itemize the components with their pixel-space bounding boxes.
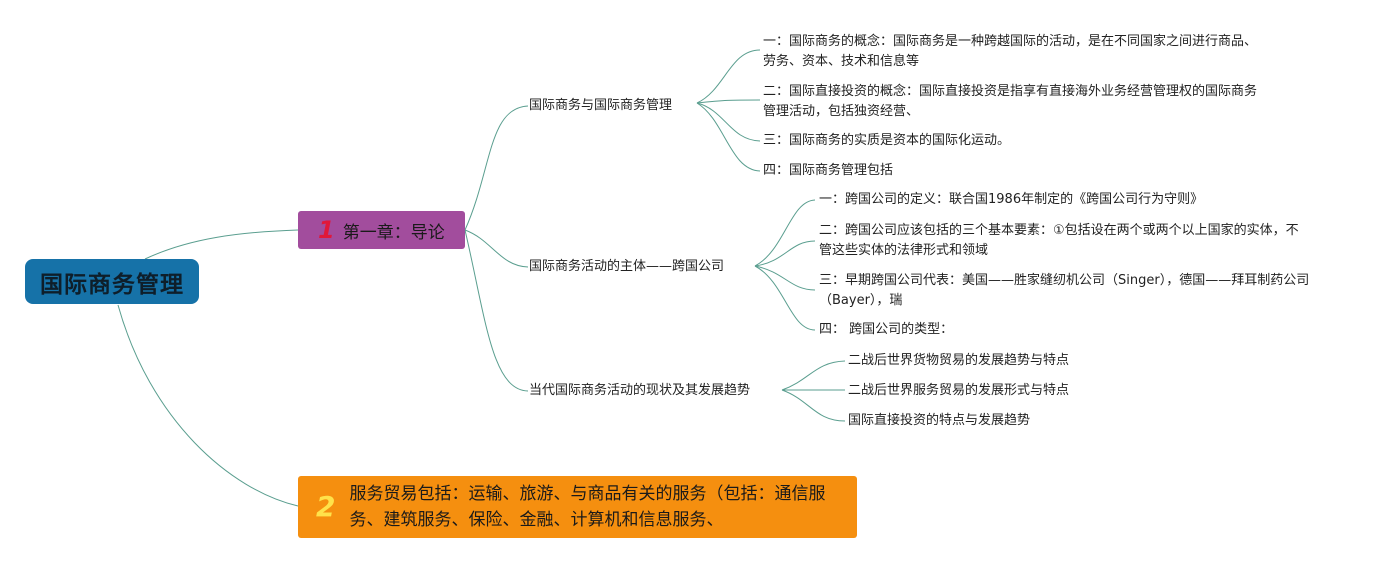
section-label: 国际商务与国际商务管理 (529, 98, 673, 113)
link-chapter-s2 (464, 229, 529, 268)
section-node-trends[interactable]: 当代国际商务活动的现状及其发展趋势 (529, 382, 750, 400)
leaf-label: 一：国际商务的概念：国际商务是一种跨越国际的活动，是在不同国家之间进行商品、劳务… (763, 34, 1258, 69)
link-s3-i1 (781, 360, 846, 391)
link-root-chapter (144, 229, 299, 260)
priority-2-icon: 2 (316, 490, 336, 523)
leaf-label: 二：跨国公司应该包括的三个基本要素：①包括设在两个或两个以上国家的实体，不管这些… (819, 223, 1299, 258)
leaf-node[interactable]: 三：国际商务的实质是资本的国际化运动。 (763, 131, 1258, 151)
link-s2-i4 (754, 265, 816, 331)
chapter-label: 第一章：导论 (342, 222, 445, 243)
leaf-label: 一：跨国公司的定义：联合国1986年制定的《跨国公司行为守则》 (819, 192, 1204, 207)
link-s3-i3 (781, 389, 846, 422)
link-root-service (117, 304, 299, 507)
section-node-multinational[interactable]: 国际商务活动的主体——跨国公司 (529, 258, 724, 276)
leaf-label: 三：早期跨国公司代表：美国——胜家缝纫机公司（Singer），德国——拜耳制药公… (819, 273, 1310, 308)
chapter-node[interactable]: 1 第一章：导论 (298, 211, 465, 249)
leaf-node[interactable]: 三：早期跨国公司代表：美国——胜家缝纫机公司（Singer），德国——拜耳制药公… (819, 271, 1324, 311)
link-s1-i4 (696, 102, 761, 172)
leaf-node[interactable]: 二：国际直接投资的概念：国际直接投资是指享有直接海外业务经营管理权的国际商务管理… (763, 82, 1258, 122)
leaf-label: 国际直接投资的特点与发展趋势 (848, 413, 1031, 428)
link-s1-i3 (696, 102, 761, 142)
link-s1-i1 (696, 49, 761, 104)
leaf-node[interactable]: 一：跨国公司的定义：联合国1986年制定的《跨国公司行为守则》 (819, 190, 1324, 210)
leaf-node[interactable]: 四： 跨国公司的类型： (819, 320, 1324, 340)
link-s2-i2 (754, 240, 816, 267)
section-label: 当代国际商务活动的现状及其发展趋势 (529, 383, 751, 398)
leaf-node[interactable]: 一：国际商务的概念：国际商务是一种跨越国际的活动，是在不同国家之间进行商品、劳务… (763, 32, 1258, 72)
leaf-label: 二：国际直接投资的概念：国际直接投资是指享有直接海外业务经营管理权的国际商务管理… (763, 84, 1258, 119)
leaf-node[interactable]: 二战后世界货物贸易的发展趋势与特点 (848, 351, 1248, 371)
leaf-label: 三：国际商务的实质是资本的国际化运动。 (763, 133, 1011, 148)
leaf-label: 二战后世界货物贸易的发展趋势与特点 (848, 353, 1070, 368)
leaf-label: 四：国际商务管理包括 (763, 163, 894, 178)
leaf-label: 二战后世界服务贸易的发展形式与特点 (848, 383, 1070, 398)
section-node-business[interactable]: 国际商务与国际商务管理 (529, 97, 672, 115)
leaf-node[interactable]: 四：国际商务管理包括 (763, 161, 1258, 181)
link-s1-i2 (696, 99, 761, 104)
link-chapter-s1 (464, 105, 529, 231)
link-chapter-s3 (464, 229, 529, 392)
leaf-node[interactable]: 国际直接投资的特点与发展趋势 (848, 411, 1248, 431)
link-s2-i3 (754, 265, 816, 291)
link-s2-i1 (754, 199, 816, 267)
root-node[interactable]: 国际商务管理 (25, 259, 199, 304)
service-node[interactable]: 2 服务贸易包括：运输、旅游、与商品有关的服务（包括：通信服务、建筑服务、保险、… (298, 476, 857, 538)
leaf-node[interactable]: 二：跨国公司应该包括的三个基本要素：①包括设在两个或两个以上国家的实体，不管这些… (819, 221, 1309, 261)
leaf-label: 四： 跨国公司的类型： (819, 322, 954, 337)
leaf-node[interactable]: 二战后世界服务贸易的发展形式与特点 (848, 381, 1248, 401)
root-label: 国际商务管理 (40, 271, 184, 298)
section-label: 国际商务活动的主体——跨国公司 (529, 259, 725, 274)
service-label: 服务贸易包括：运输、旅游、与商品有关的服务（包括：通信服务、建筑服务、保险、金融… (349, 484, 826, 530)
priority-1-icon: 1 (318, 216, 335, 244)
